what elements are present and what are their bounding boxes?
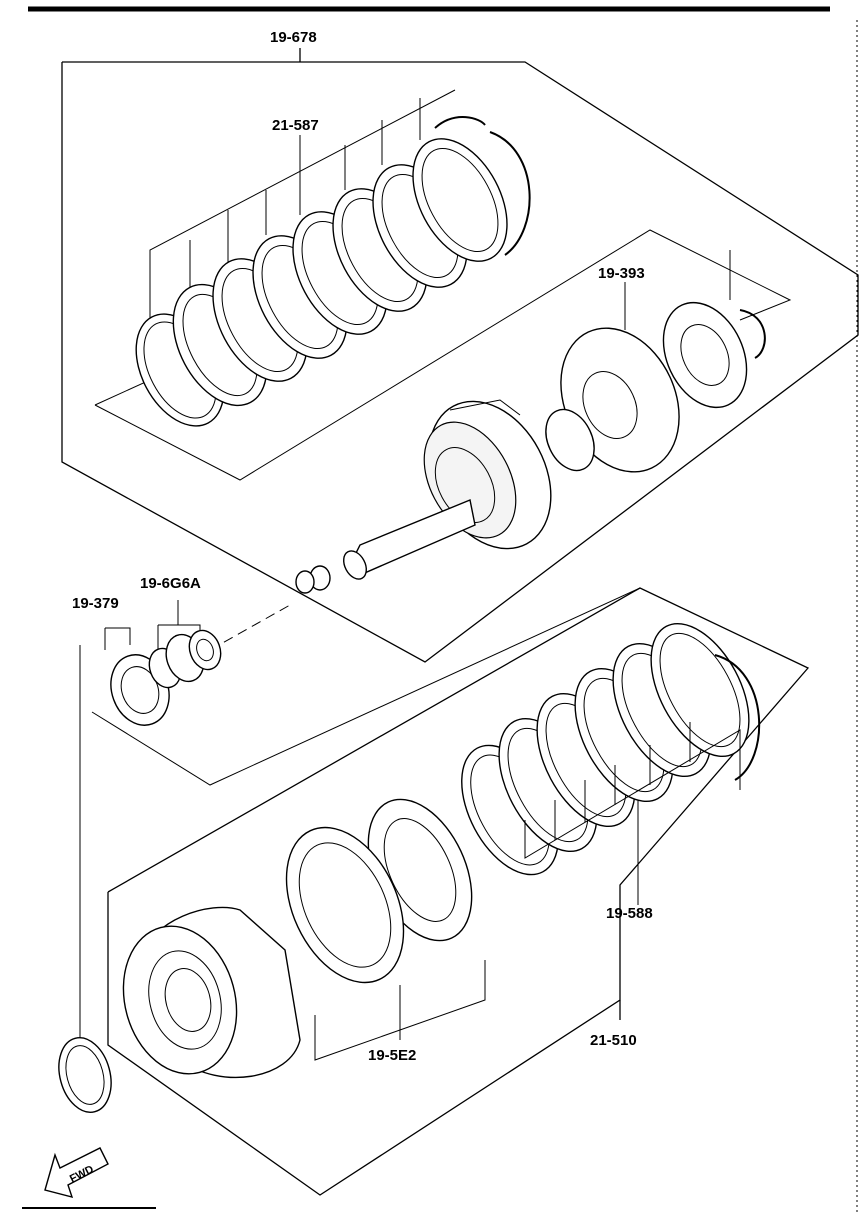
clutch-drum-bottom — [58, 906, 301, 1113]
label-19-6G6A: 19-6G6A — [140, 575, 201, 592]
label-19-393: 19-393 — [598, 265, 645, 282]
part-labels: 19-678 21-587 19-393 19-379 19-6G6A 19-5… — [72, 29, 653, 1064]
label-21-587: 21-587 — [272, 117, 319, 134]
label-21-510: 21-510 — [590, 1032, 637, 1049]
label-19-5E2: 19-5E2 — [368, 1047, 416, 1064]
page-frame — [22, 6, 858, 1214]
clutch-plates-bottom — [461, 623, 761, 905]
clutch-plates-top — [135, 116, 531, 427]
forward-direction-arrow: FWD — [44, 1147, 109, 1199]
label-19-678: 19-678 — [270, 29, 317, 46]
clutch-drum-shaft — [295, 399, 552, 594]
piston-top — [545, 250, 766, 473]
piston-bottom — [285, 798, 486, 1061]
assembly-outline-bottom — [107, 587, 810, 1196]
label-19-379: 19-379 — [72, 595, 119, 612]
assembly-outline-top — [61, 48, 859, 663]
washer-bearing-group — [79, 587, 641, 1055]
label-19-588: 19-588 — [606, 905, 653, 922]
clutch-pack-top-group — [94, 89, 792, 481]
